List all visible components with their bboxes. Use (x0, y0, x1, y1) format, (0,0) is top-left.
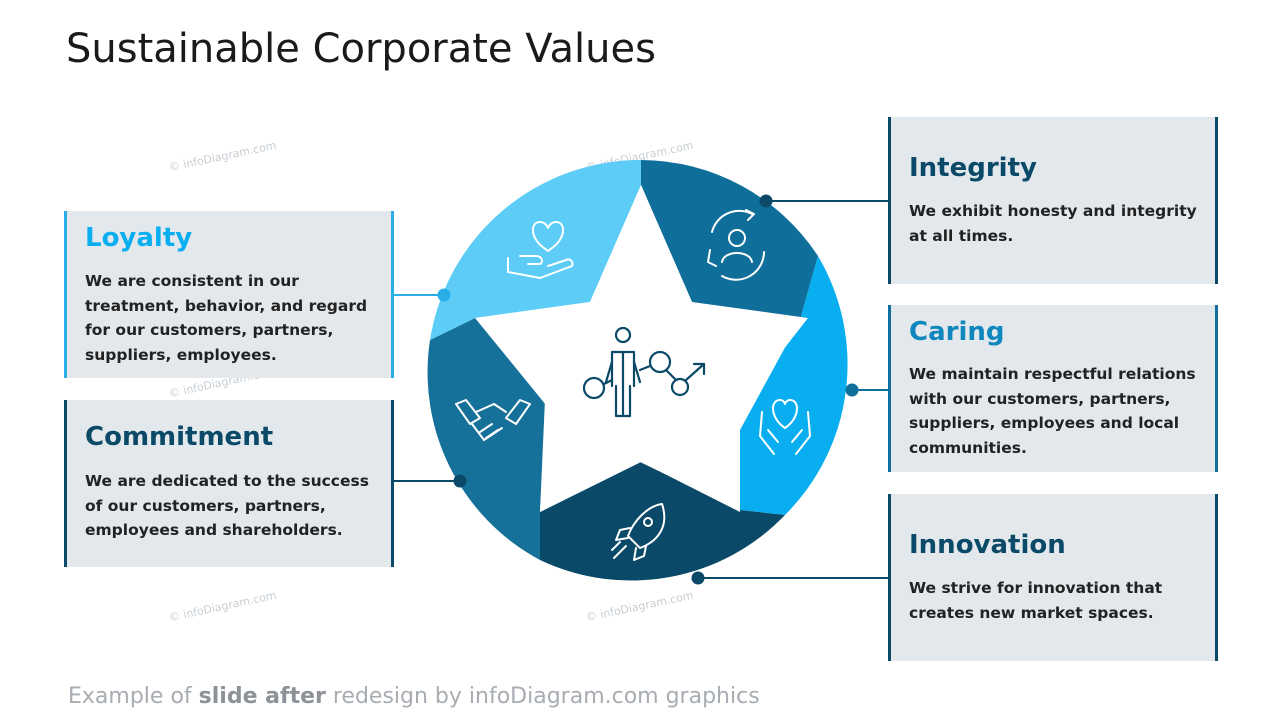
card-innovation: Innovation We strive for innovation that… (888, 494, 1218, 661)
card-integrity: Integrity We exhibit honesty and integri… (888, 117, 1218, 284)
footer-prefix: Example of (68, 684, 199, 709)
handshake-icon (455, 399, 531, 441)
card-caring: Caring We maintain respectful relations … (888, 305, 1218, 472)
card-loyalty-text: We are consistent in our treatment, beha… (85, 272, 368, 364)
heart-hands-icon (759, 399, 811, 455)
footer-caption: Example of slide after redesign by infoD… (68, 684, 760, 709)
card-integrity-text: We exhibit honesty and integrity at all … (909, 202, 1197, 245)
footer-bold: slide after (198, 684, 326, 709)
card-innovation-text: We strive for innovation that creates ne… (909, 579, 1163, 622)
card-commitment-title: Commitment (85, 422, 274, 452)
heart-hand-icon (507, 221, 574, 279)
card-innovation-title: Innovation (909, 530, 1066, 560)
page-title: Sustainable Corporate Values (66, 26, 656, 72)
card-loyalty-title: Loyalty (85, 223, 193, 253)
card-commitment: Commitment We are dedicated to the succe… (64, 400, 394, 567)
ring (427, 159, 848, 581)
footer-suffix: redesign by infoDiagram.com graphics (325, 684, 760, 709)
connector-dots (437, 194, 859, 585)
segment-innovation (540, 462, 785, 581)
card-loyalty: Loyalty We are consistent in our treatme… (64, 211, 394, 378)
card-commitment-text: We are dedicated to the success of our c… (85, 472, 369, 539)
segment-caring (740, 256, 848, 515)
card-integrity-title: Integrity (909, 153, 1037, 183)
card-caring-title: Caring (909, 317, 1005, 347)
person-cycle-icon (707, 209, 765, 281)
center-star (475, 185, 808, 512)
rocket-icon (611, 503, 666, 561)
card-caring-text: We maintain respectful relations with ou… (909, 365, 1196, 457)
person-growth-icon (582, 326, 706, 418)
segment-loyalty (430, 159, 641, 340)
